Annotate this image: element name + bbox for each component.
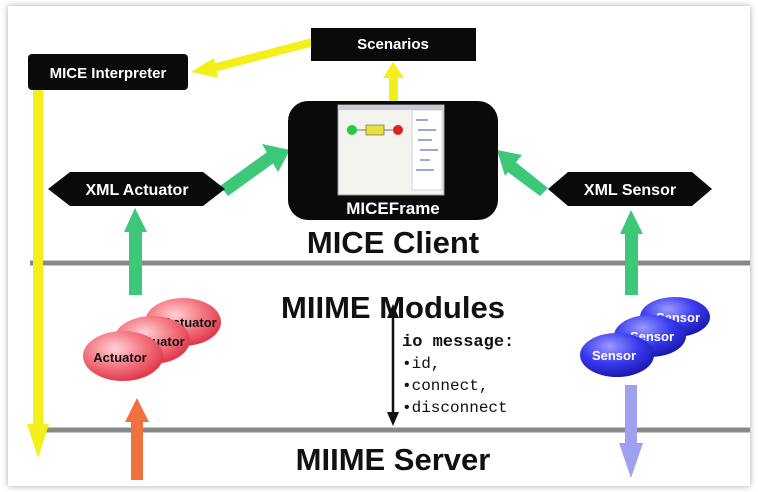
- sensor-label: Sensor: [592, 348, 636, 363]
- interpreter-label: MICE Interpreter: [50, 65, 167, 82]
- diagram-frame: Scenarios MICE Interpreter MICEFrame: [8, 6, 750, 486]
- scenarios-label: Scenarios: [357, 36, 429, 53]
- io-message-title: io message:: [402, 333, 514, 352]
- xml-actuator-node: XML Actuator: [48, 172, 225, 206]
- interpreter-box: MICE Interpreter: [28, 54, 188, 90]
- scenarios-box: Scenarios: [311, 28, 476, 61]
- sensor-up-arrow: [620, 210, 643, 295]
- sensor-ellipse: [580, 333, 654, 377]
- io-message-item: •disconnect: [402, 399, 508, 417]
- miceframe-box: MICEFrame: [288, 101, 498, 220]
- miceframe-screenshot: [337, 104, 445, 196]
- sensor-to-server-arrow: [619, 385, 643, 478]
- miime-modules-title: MIIME Modules: [281, 290, 505, 325]
- xml-sensor-node: XML Sensor: [548, 172, 712, 206]
- io-message-item: •id,: [402, 355, 440, 373]
- xml-actuator-label: XML Actuator: [85, 182, 188, 199]
- actuator-cluster: Actuator Actuator Actuator: [83, 298, 221, 381]
- miime-server-title: MIIME Server: [296, 442, 491, 477]
- miceframe-label: MICEFrame: [346, 199, 440, 218]
- sensor-cluster: Sensor Sensor Sensor: [580, 297, 710, 377]
- io-message-double-arrow: [387, 304, 399, 426]
- xml-sensor-label: XML Sensor: [584, 182, 676, 199]
- server-to-actuator-arrow: [125, 398, 149, 480]
- actuator-to-miceframe-arrow: [220, 144, 290, 196]
- actuator-label: Actuator: [93, 350, 146, 365]
- mice-client-title: MICE Client: [307, 225, 479, 260]
- interpreter-down-arrow: [27, 80, 49, 458]
- sensor-to-miceframe-arrow: [497, 150, 548, 196]
- actuator-ellipse: [83, 331, 163, 381]
- actuator-up-arrow: [124, 208, 147, 295]
- io-message-block: io message: •id, •connect, •disconnect: [402, 333, 514, 417]
- diagram-canvas: Scenarios MICE Interpreter MICEFrame: [27, 28, 750, 480]
- miceframe-to-scenarios-arrow: [383, 62, 404, 101]
- scenarios-to-interpreter-arrow: [191, 38, 314, 78]
- io-message-item: •connect,: [402, 377, 488, 395]
